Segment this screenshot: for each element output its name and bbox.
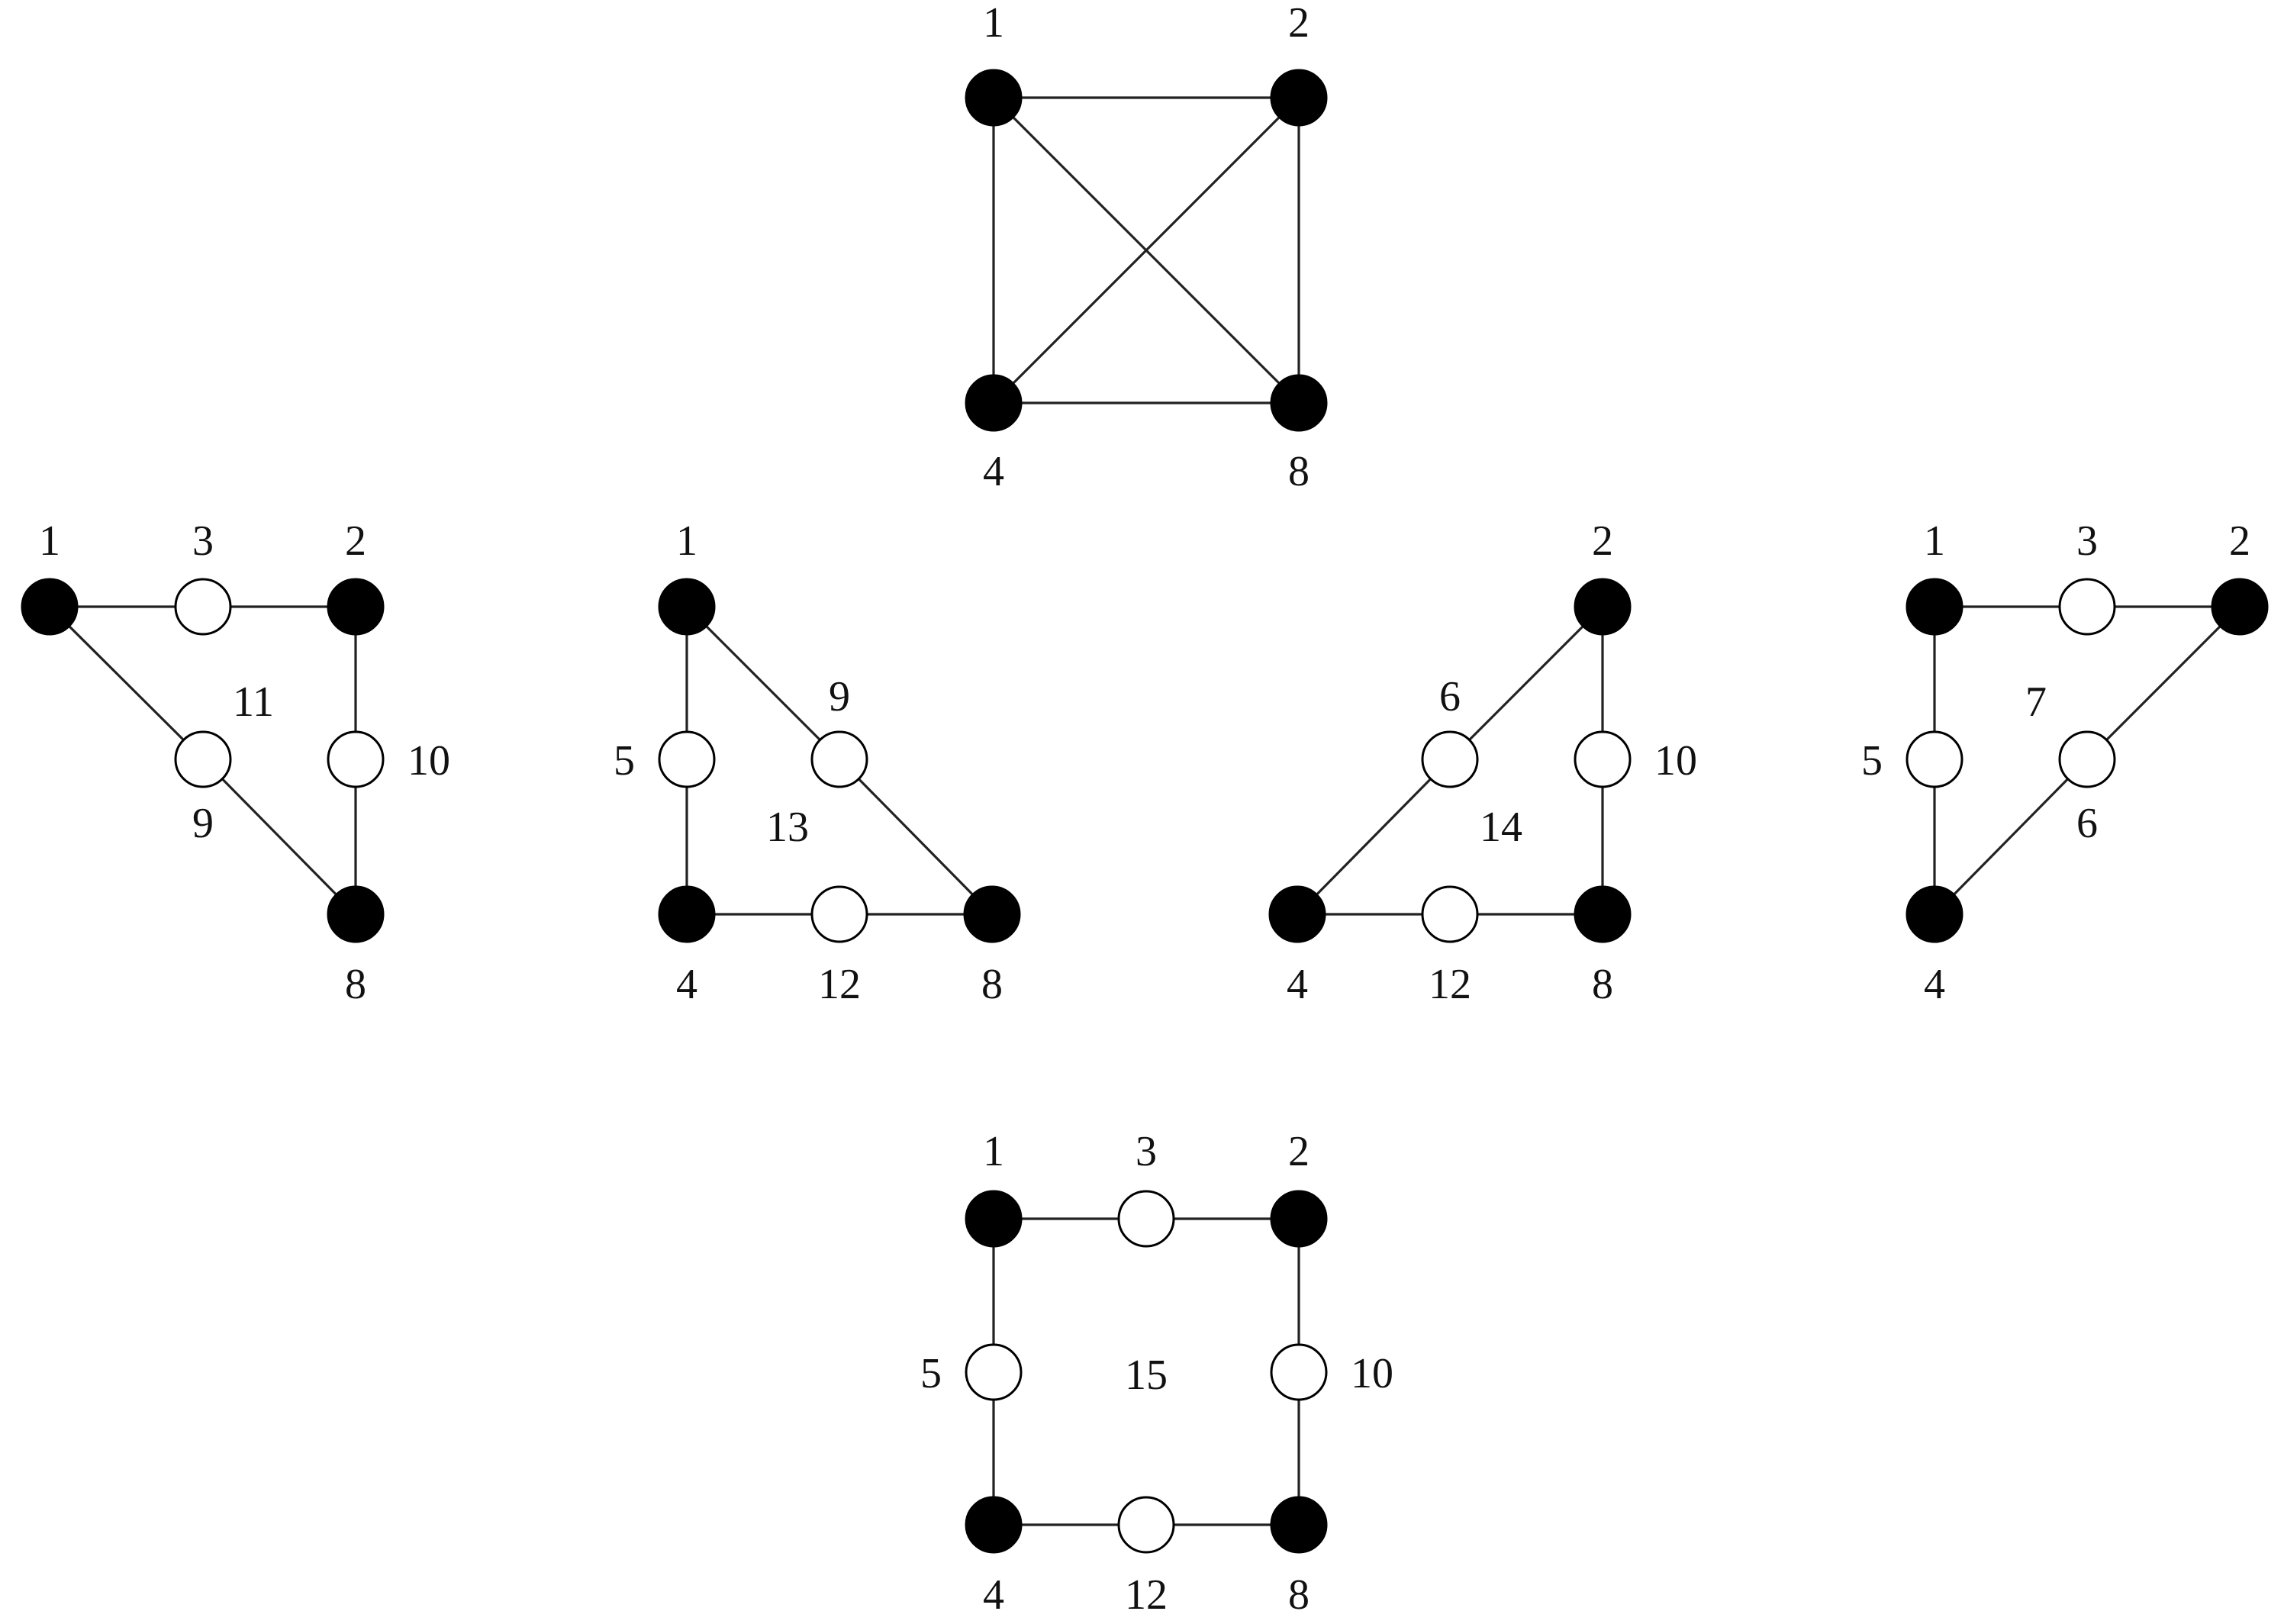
node-label-3: 3 [192, 517, 214, 565]
node-10 [1270, 1343, 1328, 1401]
edge-2-6 [2086, 605, 2241, 761]
node-5 [965, 1343, 1023, 1401]
node-label-8: 8 [345, 961, 366, 1008]
node-label-8: 8 [981, 961, 1003, 1008]
node-6 [2058, 730, 2116, 788]
node-label-5: 5 [1861, 737, 1883, 785]
node-label-12: 12 [1429, 961, 1471, 1008]
node-1 [658, 578, 716, 636]
graph-triangle-1-2-4: 1 3 2 5 6 4 7 [1861, 517, 2269, 1008]
node-label-4: 4 [676, 961, 697, 1008]
node-5 [658, 730, 716, 788]
node-label-10: 10 [408, 737, 450, 785]
node-2 [1574, 578, 1632, 636]
node-2 [1270, 69, 1328, 127]
node-2 [327, 578, 385, 636]
node-label-1: 1 [983, 1128, 1004, 1175]
node-9 [810, 730, 868, 788]
edge-2-6 [1448, 605, 1604, 761]
node-label-2: 2 [1288, 0, 1310, 47]
node-label-8: 8 [1288, 1571, 1310, 1619]
node-label-2: 2 [1288, 1128, 1310, 1175]
node-label-1: 1 [676, 517, 697, 565]
node-1 [1905, 578, 1963, 636]
node-label-3: 3 [2076, 517, 2098, 565]
edge-2-4 [992, 96, 1300, 404]
node-1 [965, 1190, 1023, 1248]
node-1 [21, 578, 79, 636]
node-label-4: 4 [983, 448, 1004, 495]
edge-1-9 [48, 605, 205, 761]
node-8 [1270, 1496, 1328, 1554]
edge-6-4 [1296, 758, 1451, 916]
node-4 [965, 374, 1023, 432]
node-label-4: 4 [983, 1571, 1004, 1619]
node-label-10: 10 [1351, 1350, 1393, 1397]
face-label: 13 [766, 804, 809, 851]
node-2 [2211, 578, 2269, 636]
node-6 [1421, 730, 1479, 788]
edge-6-4 [1933, 758, 2089, 916]
node-label-2: 2 [2229, 517, 2250, 565]
node-label-12: 12 [818, 961, 861, 1008]
graph-triangle-1-2-8: 1 3 2 9 10 8 11 [21, 517, 450, 1008]
node-8 [1574, 885, 1632, 943]
node-3 [174, 578, 232, 636]
face-label: 14 [1480, 804, 1522, 851]
node-label-6: 6 [2076, 800, 2098, 847]
graph-k4: 1 2 4 8 [965, 0, 1328, 495]
node-label-5: 5 [614, 737, 635, 785]
node-label-1: 1 [983, 0, 1004, 47]
edge-1-9 [685, 605, 841, 761]
node-label-5: 5 [920, 1350, 942, 1397]
node-8 [963, 885, 1021, 943]
node-8 [327, 885, 385, 943]
graph-square-1-2-4-8: 1 3 2 5 10 4 12 8 15 [920, 1128, 1393, 1619]
node-label-9: 9 [192, 800, 214, 847]
node-label-1: 1 [1924, 517, 1945, 565]
node-3 [1117, 1190, 1175, 1248]
node-label-8: 8 [1288, 448, 1310, 495]
face-label: 7 [2025, 678, 2047, 726]
node-10 [1574, 730, 1632, 788]
node-label-10: 10 [1654, 737, 1697, 785]
node-label-3: 3 [1136, 1128, 1157, 1175]
node-label-2: 2 [1592, 517, 1613, 565]
node-label-6: 6 [1439, 673, 1461, 720]
node-3 [2058, 578, 2116, 636]
node-9 [174, 730, 232, 788]
node-4 [1905, 885, 1963, 943]
node-label-12: 12 [1125, 1571, 1168, 1619]
node-label-8: 8 [1592, 961, 1613, 1008]
edge-9-8 [838, 758, 994, 916]
node-2 [1270, 1190, 1328, 1248]
face-label: 11 [233, 678, 274, 726]
node-label-4: 4 [1287, 961, 1308, 1008]
node-label-2: 2 [345, 517, 366, 565]
node-5 [1905, 730, 1963, 788]
node-8 [1270, 374, 1328, 432]
node-12 [810, 885, 868, 943]
node-12 [1117, 1496, 1175, 1554]
graph-triangle-2-4-8: 2 6 10 4 12 8 14 [1268, 517, 1697, 1008]
edge-9-8 [201, 758, 357, 916]
node-label-1: 1 [39, 517, 60, 565]
node-label-9: 9 [829, 673, 850, 720]
node-4 [1268, 885, 1326, 943]
node-label-4: 4 [1924, 961, 1945, 1008]
face-label: 15 [1125, 1352, 1168, 1399]
node-4 [965, 1496, 1023, 1554]
node-10 [327, 730, 385, 788]
node-12 [1421, 885, 1479, 943]
node-1 [965, 69, 1023, 127]
graph-triangle-1-4-8: 1 5 9 4 12 8 13 [614, 517, 1021, 1008]
node-4 [658, 885, 716, 943]
